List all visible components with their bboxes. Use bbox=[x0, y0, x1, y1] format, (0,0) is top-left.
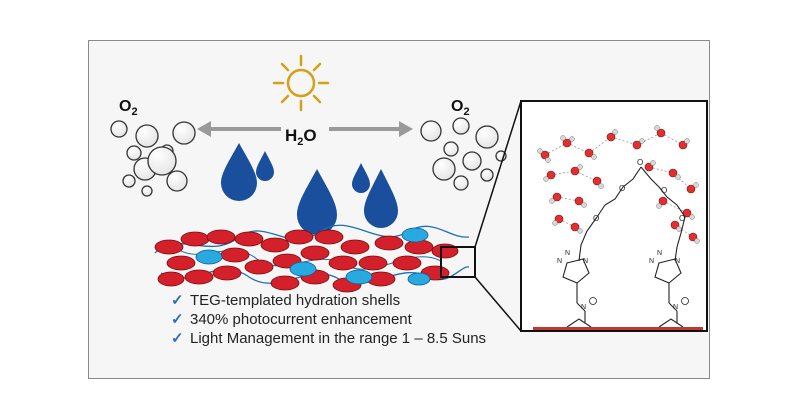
svg-text:N: N bbox=[675, 258, 680, 265]
svg-text:N: N bbox=[673, 304, 678, 311]
feature-item: ✓ TEG-templated hydration shells bbox=[171, 291, 486, 310]
svg-text:O: O bbox=[593, 214, 599, 223]
svg-text:O: O bbox=[679, 214, 685, 223]
water-cluster bbox=[537, 125, 700, 244]
svg-text:N: N bbox=[557, 258, 562, 265]
electrode-surface bbox=[533, 327, 703, 330]
figure-frame: O2 O2 H2O bbox=[88, 40, 710, 379]
svg-text:O: O bbox=[619, 184, 625, 193]
check-icon: ✓ bbox=[171, 330, 184, 347]
schematic-canvas: O2 O2 H2O bbox=[110, 54, 708, 332]
feature-text: TEG-templated hydration shells bbox=[190, 292, 401, 309]
o2-left-label: O2 bbox=[119, 98, 138, 118]
svg-text:N: N bbox=[649, 258, 654, 265]
svg-text:N: N bbox=[583, 258, 588, 265]
oxygen-bubbles-right bbox=[420, 117, 507, 191]
zoom-line-top bbox=[474, 100, 522, 248]
svg-text:N: N bbox=[657, 250, 662, 257]
water-drops bbox=[221, 143, 398, 235]
right-arrow-icon bbox=[329, 121, 413, 137]
svg-text:O: O bbox=[661, 186, 667, 195]
feature-list: ✓ TEG-templated hydration shells ✓ 340% … bbox=[171, 291, 486, 348]
feature-item: ✓ 340% photocurrent enhancement bbox=[171, 310, 486, 329]
zoom-line-bottom bbox=[474, 276, 522, 332]
sun-icon bbox=[272, 54, 330, 112]
o2-right-label: O2 bbox=[451, 98, 470, 118]
zoom-selection-box bbox=[440, 246, 476, 278]
svg-text:N: N bbox=[581, 304, 586, 311]
feature-text: 340% photocurrent enhancement bbox=[190, 311, 412, 328]
oxygen-bubbles-left bbox=[110, 120, 196, 197]
check-icon: ✓ bbox=[171, 311, 184, 328]
chromophore-sheet bbox=[154, 224, 470, 293]
water-label: H2O bbox=[285, 126, 317, 148]
feature-item: ✓ Light Management in the range 1 – 8.5 … bbox=[171, 329, 486, 348]
molecular-structure: O O O O O NNN NNN bbox=[533, 125, 703, 330]
check-icon: ✓ bbox=[171, 292, 184, 309]
svg-text:O: O bbox=[637, 158, 643, 167]
left-arrow-icon bbox=[197, 121, 281, 137]
svg-text:N: N bbox=[565, 250, 570, 257]
feature-text: Light Management in the range 1 – 8.5 Su… bbox=[190, 330, 487, 347]
